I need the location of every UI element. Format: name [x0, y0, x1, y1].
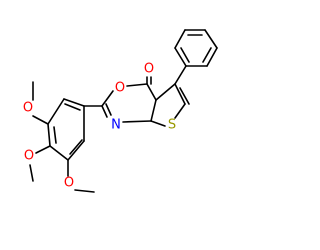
- ring-nitrogen-label: N: [111, 118, 121, 133]
- bond-layer: [29, 29, 218, 193]
- bond: [49, 145, 69, 161]
- methoxy-oxygen-bottom: O: [64, 176, 74, 191]
- bond: [29, 164, 34, 182]
- bond: [105, 103, 112, 116]
- methoxy-oxygen-top: O: [23, 101, 33, 116]
- bond: [35, 145, 51, 154]
- bond: [126, 83, 148, 87]
- bond: [63, 98, 85, 107]
- bond: [174, 29, 186, 49]
- bond: [150, 99, 157, 122]
- bond: [101, 105, 108, 118]
- bond: [64, 103, 81, 111]
- bond: [69, 139, 83, 155]
- bond: [202, 47, 212, 63]
- bond: [179, 87, 190, 105]
- methoxy-oxygen-middle: O: [24, 149, 34, 164]
- bond: [47, 123, 51, 147]
- bond: [122, 120, 152, 123]
- bond: [174, 83, 186, 105]
- molecule-canvas: O O N S O O O: [23, 29, 218, 193]
- thiophene-sulfur-label: S: [168, 118, 176, 133]
- bond: [174, 47, 187, 67]
- molecule-structure: O O N S O O O: [23, 29, 218, 193]
- bond: [206, 47, 218, 67]
- carbonyl-oxygen-label: O: [144, 62, 154, 77]
- atom-label-layer: O O N S O O O: [23, 62, 176, 191]
- bond: [155, 83, 176, 101]
- bond: [174, 65, 187, 85]
- bond: [47, 98, 65, 125]
- bond: [180, 47, 190, 63]
- bond: [150, 120, 166, 127]
- bond: [146, 83, 157, 101]
- bond: [204, 29, 218, 49]
- bond: [53, 126, 57, 144]
- bond: [67, 140, 85, 161]
- bond: [174, 103, 186, 119]
- bond: [32, 115, 49, 125]
- bond: [74, 189, 95, 193]
- bond: [101, 90, 114, 107]
- ring-oxygen-label: O: [115, 81, 125, 96]
